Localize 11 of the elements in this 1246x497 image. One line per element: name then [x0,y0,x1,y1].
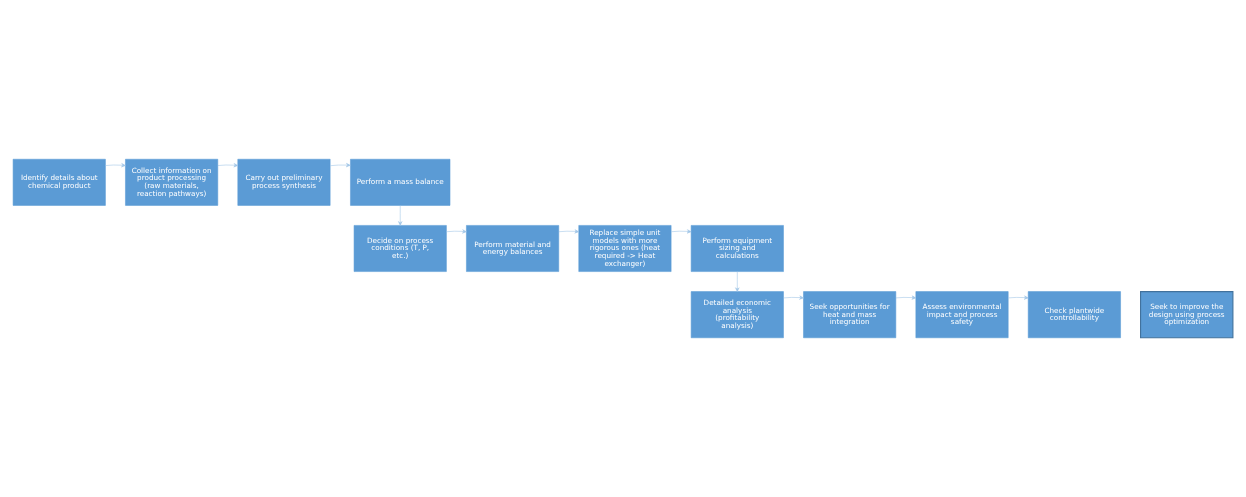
arrow [217,163,239,168]
arrow [398,205,403,226]
arrow [105,163,126,168]
arrow [1008,295,1029,300]
arrow [783,295,804,300]
arrow [735,271,740,292]
arrow [330,163,351,168]
arrow [558,229,580,234]
arrow [895,295,917,300]
arrow [446,229,467,234]
arrow [670,229,692,234]
